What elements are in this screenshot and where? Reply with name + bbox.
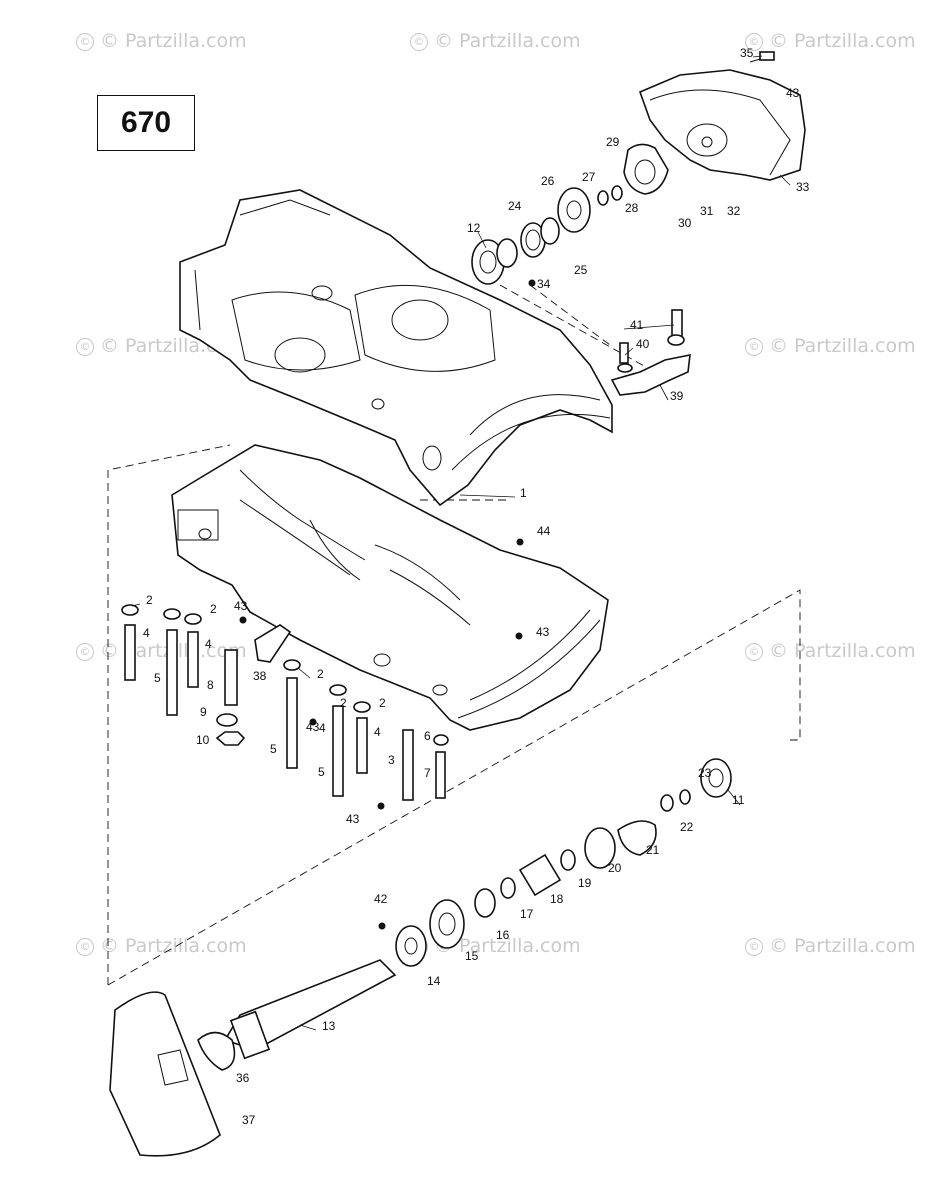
callout-15: 15 bbox=[465, 949, 479, 963]
callout-39: 39 bbox=[670, 389, 684, 403]
callout-16: 16 bbox=[496, 928, 510, 942]
fastener-group-left bbox=[121, 538, 524, 810]
callout-17: 17 bbox=[520, 907, 534, 921]
watermark: ©© Partzilla.com bbox=[76, 30, 247, 52]
callout-29: 29 bbox=[606, 135, 620, 149]
watermark: ©© Partzilla.com bbox=[410, 30, 581, 52]
callout-2d: 2 bbox=[340, 696, 347, 710]
callout-42: 42 bbox=[374, 892, 388, 906]
callout-35: 35 bbox=[740, 46, 754, 60]
callout-5b: 5 bbox=[270, 742, 277, 756]
callout-11: 11 bbox=[732, 793, 745, 807]
callout-27: 27 bbox=[582, 170, 596, 184]
callout-1: 1 bbox=[520, 486, 527, 500]
callout-22: 22 bbox=[680, 820, 694, 834]
callout-6: 6 bbox=[424, 729, 431, 743]
callout-40: 40 bbox=[636, 337, 650, 351]
watermark: ©© Partzilla.com bbox=[745, 935, 916, 957]
callout-38: 38 bbox=[253, 669, 267, 683]
callout-36: 36 bbox=[236, 1071, 250, 1085]
callout-26: 26 bbox=[541, 174, 555, 188]
seal-washer-stack bbox=[471, 185, 623, 287]
callout-37: 37 bbox=[242, 1113, 256, 1127]
callout-10: 10 bbox=[196, 733, 210, 747]
callout-43c: 43 bbox=[306, 720, 320, 734]
callout-9: 9 bbox=[200, 705, 207, 719]
callout-41: 41 bbox=[630, 318, 644, 332]
callout-43a: 43 bbox=[786, 86, 800, 100]
callout-5a: 5 bbox=[154, 671, 161, 685]
callout-4d: 4 bbox=[374, 725, 381, 739]
callout-3: 3 bbox=[388, 753, 395, 767]
watermark: ©© Partzilla.com bbox=[745, 640, 916, 662]
callout-7: 7 bbox=[424, 766, 431, 780]
callout-12: 12 bbox=[467, 221, 481, 235]
callout-13: 13 bbox=[322, 1019, 336, 1033]
assembly-guide-lines bbox=[107, 284, 801, 986]
callout-43e: 43 bbox=[536, 625, 550, 639]
callout-43b: 43 bbox=[234, 599, 248, 613]
upper-crankcase bbox=[179, 189, 613, 507]
callout-2a: 2 bbox=[146, 593, 153, 607]
callout-21: 21 bbox=[646, 843, 660, 857]
pump-cover-group bbox=[623, 51, 806, 195]
callout-24: 24 bbox=[508, 199, 522, 213]
callout-28: 28 bbox=[625, 201, 639, 215]
callout-33: 33 bbox=[796, 180, 810, 194]
lower-crankcase bbox=[171, 444, 609, 731]
watermark: ©© Partzilla.com bbox=[745, 30, 916, 52]
diagram-code-badge: 670 bbox=[97, 95, 195, 151]
callout-23: 23 bbox=[698, 766, 712, 780]
callout-44: 44 bbox=[537, 524, 551, 538]
callout-31: 31 bbox=[700, 204, 714, 218]
callout-34: 34 bbox=[537, 277, 551, 291]
callout-2e: 2 bbox=[379, 696, 386, 710]
callout-19: 19 bbox=[578, 876, 592, 890]
callout-14: 14 bbox=[427, 974, 441, 988]
callout-20: 20 bbox=[608, 861, 622, 875]
watermark: ©© Partzilla.com bbox=[745, 335, 916, 357]
callout-8: 8 bbox=[207, 678, 214, 692]
callout-4a: 4 bbox=[143, 626, 150, 640]
callout-18: 18 bbox=[550, 892, 564, 906]
callout-4b: 4 bbox=[205, 637, 212, 651]
callout-4c: 4 bbox=[319, 721, 326, 735]
callout-5c: 5 bbox=[318, 765, 325, 779]
watermark: ©© Partzilla.com bbox=[76, 935, 247, 957]
callout-32: 32 bbox=[727, 204, 741, 218]
bracket-assembly bbox=[610, 309, 691, 396]
callout-43d: 43 bbox=[346, 812, 360, 826]
leader-lines bbox=[131, 55, 791, 1031]
callout-2b: 2 bbox=[210, 602, 217, 616]
shaft-assembly bbox=[109, 758, 732, 1157]
callout-30: 30 bbox=[678, 216, 692, 230]
callout-2c: 2 bbox=[317, 667, 324, 681]
callout-25: 25 bbox=[574, 263, 588, 277]
